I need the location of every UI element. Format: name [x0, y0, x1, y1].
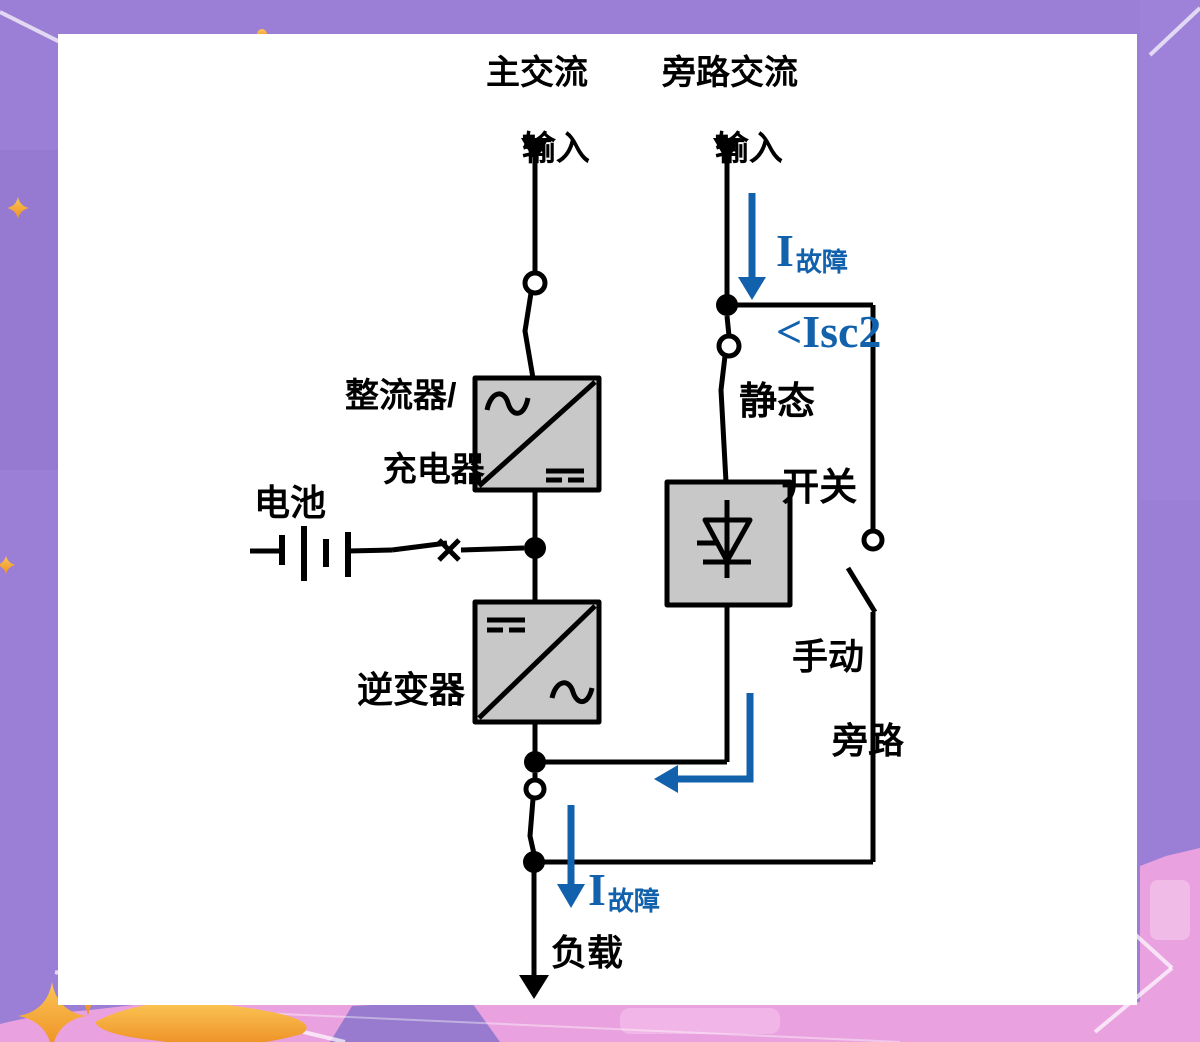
rectifier-label-line1: 整流器/ [345, 377, 457, 415]
fault-current-limit: <Isc2 [776, 306, 882, 358]
ups-circuit-diagram [250, 138, 885, 999]
ac-sine-icon [484, 391, 531, 416]
fault-arrow-mid-head-icon [654, 765, 678, 793]
battery-breaker-x-icon [437, 538, 461, 562]
main-ac-input-line2: 输入 [521, 130, 590, 168]
main-input-arrow-icon [521, 138, 549, 162]
manual-bypass-blade-icon [845, 566, 878, 614]
rectifier-label: 整流器/ 充电器 [345, 378, 485, 489]
static-switch-label-line1: 静态 [739, 381, 816, 423]
main-switch-blade-icon [522, 292, 536, 379]
fault-arrow-bottom-head-icon [557, 884, 585, 908]
fault-arrow-mid [678, 693, 754, 783]
fault-current-symbol: I [776, 224, 794, 276]
rectifier-diagonal [477, 380, 597, 488]
bypass-ac-input-label: 旁路交流 输入 [662, 54, 798, 168]
fault-arrow-top-head-icon [738, 277, 766, 300]
load-arrow-icon [519, 975, 549, 999]
battery-label: 电池 [254, 482, 327, 523]
static-switch-contact-icon [716, 333, 742, 359]
main-ac-input-label: 主交流 输入 [484, 54, 590, 168]
background-pink-patch [620, 1008, 780, 1034]
fault-current-top-line1: I故障 [776, 227, 881, 277]
sparkle-blob-icon [95, 1001, 307, 1042]
static-switch-blade-icon [718, 355, 729, 483]
fault-current-subscript: 故障 [607, 886, 660, 916]
inverter-diagonal [477, 604, 597, 720]
main-ac-input-line1: 主交流 [485, 54, 588, 92]
fault-current-top-label: I故障 <Isc2 [776, 196, 881, 389]
static-switch-label: 静态 开关 [739, 381, 857, 510]
fault-current-subscript: 故障 [795, 246, 848, 277]
manual-bypass-label: 手动 旁路 [792, 636, 904, 762]
load-label: 负载 [551, 932, 624, 973]
thyristor-icon [697, 500, 753, 578]
bypass-ac-input-line1: 旁路交流 [662, 54, 798, 92]
background-texture-patch [1140, 0, 1200, 500]
ac-sine-icon [549, 680, 595, 705]
background-pink-patch [1150, 880, 1190, 940]
static-switch-label-line2: 开关 [781, 467, 858, 509]
output-switch-blade-icon [527, 798, 537, 855]
output-switch-contact-icon [523, 777, 547, 801]
battery-icon [250, 526, 393, 581]
fault-current-symbol: I [588, 864, 606, 915]
manual-bypass-label-line1: 手动 [792, 636, 865, 677]
battery-wire [460, 545, 525, 553]
inverter-label: 逆变器 [357, 669, 466, 710]
manual-bypass-label-line2: 旁路 [832, 720, 905, 761]
fault-current-bottom-label: I故障 [588, 867, 660, 916]
static-switch-wire [724, 315, 732, 337]
background-texture-patch [0, 150, 58, 470]
background-purple-patch [330, 1000, 500, 1042]
rectifier-label-line2: 充电器 [382, 451, 485, 489]
diagram-panel: 主交流 输入 旁路交流 输入 I故障 <Isc2 整流器/ 充电器 电池 静态 … [58, 34, 1137, 1005]
main-switch-contact-icon [522, 270, 548, 296]
manual-bypass-contact-icon [861, 528, 885, 552]
battery-switch-blade-icon [391, 540, 448, 553]
bypass-ac-input-line2: 输入 [714, 130, 783, 168]
bypass-input-arrow-icon [713, 138, 741, 162]
